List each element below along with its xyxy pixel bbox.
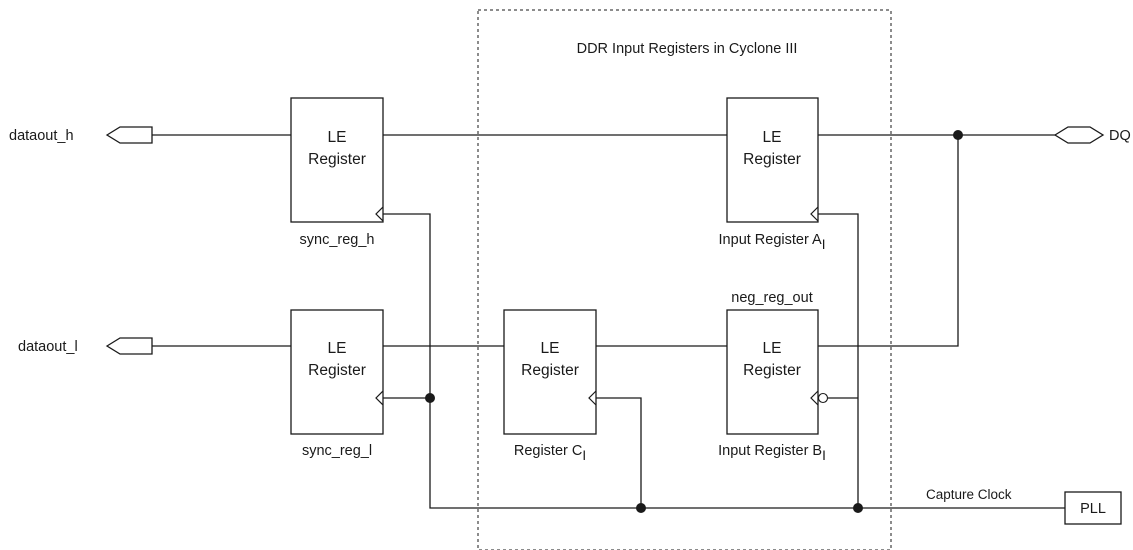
- dataout-h-pin: [105, 126, 153, 144]
- wire-clock-reg-a: [818, 213, 859, 508]
- inverted-clock-bubble-icon: [817, 392, 829, 404]
- register-caption: Register CI: [514, 443, 586, 463]
- register-line1: LE: [763, 340, 782, 357]
- wire-dq-to-reg-b: [818, 135, 959, 347]
- register-caption: sync_reg_h: [300, 232, 375, 248]
- clock-input-icon: [375, 390, 384, 406]
- register-caption: Input Register BI: [718, 443, 826, 463]
- register-line2: Register: [308, 362, 366, 379]
- wire-clock-reg-c: [596, 397, 642, 508]
- register-line2: Register: [308, 151, 366, 168]
- ddr-input-registers-region: [477, 9, 892, 550]
- clock-input-icon: [810, 390, 819, 406]
- clock-input-icon: [588, 390, 597, 406]
- dataout-l-pin: [105, 337, 153, 355]
- capture-clock-label: Capture Clock: [926, 487, 1012, 502]
- junction-dot: [953, 130, 963, 140]
- dq-pin: [1053, 126, 1105, 144]
- clock-input-icon: [810, 206, 819, 222]
- register-caption: Input Register AI: [719, 232, 826, 252]
- register-line1: LE: [328, 129, 347, 146]
- register-line1: LE: [541, 340, 560, 357]
- register-caption: sync_reg_l: [302, 443, 372, 459]
- register-line2: Register: [743, 362, 801, 379]
- neg-reg-out-label: neg_reg_out: [731, 290, 812, 306]
- pll-label: PLL: [1080, 501, 1106, 517]
- register-line2: Register: [521, 362, 579, 379]
- register-sync-reg-l: LE Register sync_reg_l: [290, 309, 384, 459]
- register-line2: Register: [743, 151, 801, 168]
- dataout-h-label: dataout_h: [9, 128, 74, 144]
- junction-dot: [425, 393, 435, 403]
- register-line1: LE: [328, 340, 347, 357]
- dataout-l-label: dataout_l: [18, 339, 78, 355]
- register-sync-reg-h: LE Register sync_reg_h: [290, 97, 384, 248]
- dq-label: DQ: [1109, 128, 1131, 144]
- wire-clock-bus: [383, 213, 1065, 509]
- junction-dot: [853, 503, 863, 513]
- input-register-b: neg_reg_out LE Register Input Register B…: [718, 290, 829, 463]
- register-line1: LE: [763, 129, 782, 146]
- clock-input-icon: [375, 206, 384, 222]
- register-c: LE Register Register CI: [503, 309, 597, 463]
- junction-dot: [636, 503, 646, 513]
- input-register-a: LE Register Input Register AI: [719, 97, 826, 252]
- region-title: DDR Input Registers in Cyclone III: [577, 41, 798, 57]
- pll-block: [1064, 491, 1122, 525]
